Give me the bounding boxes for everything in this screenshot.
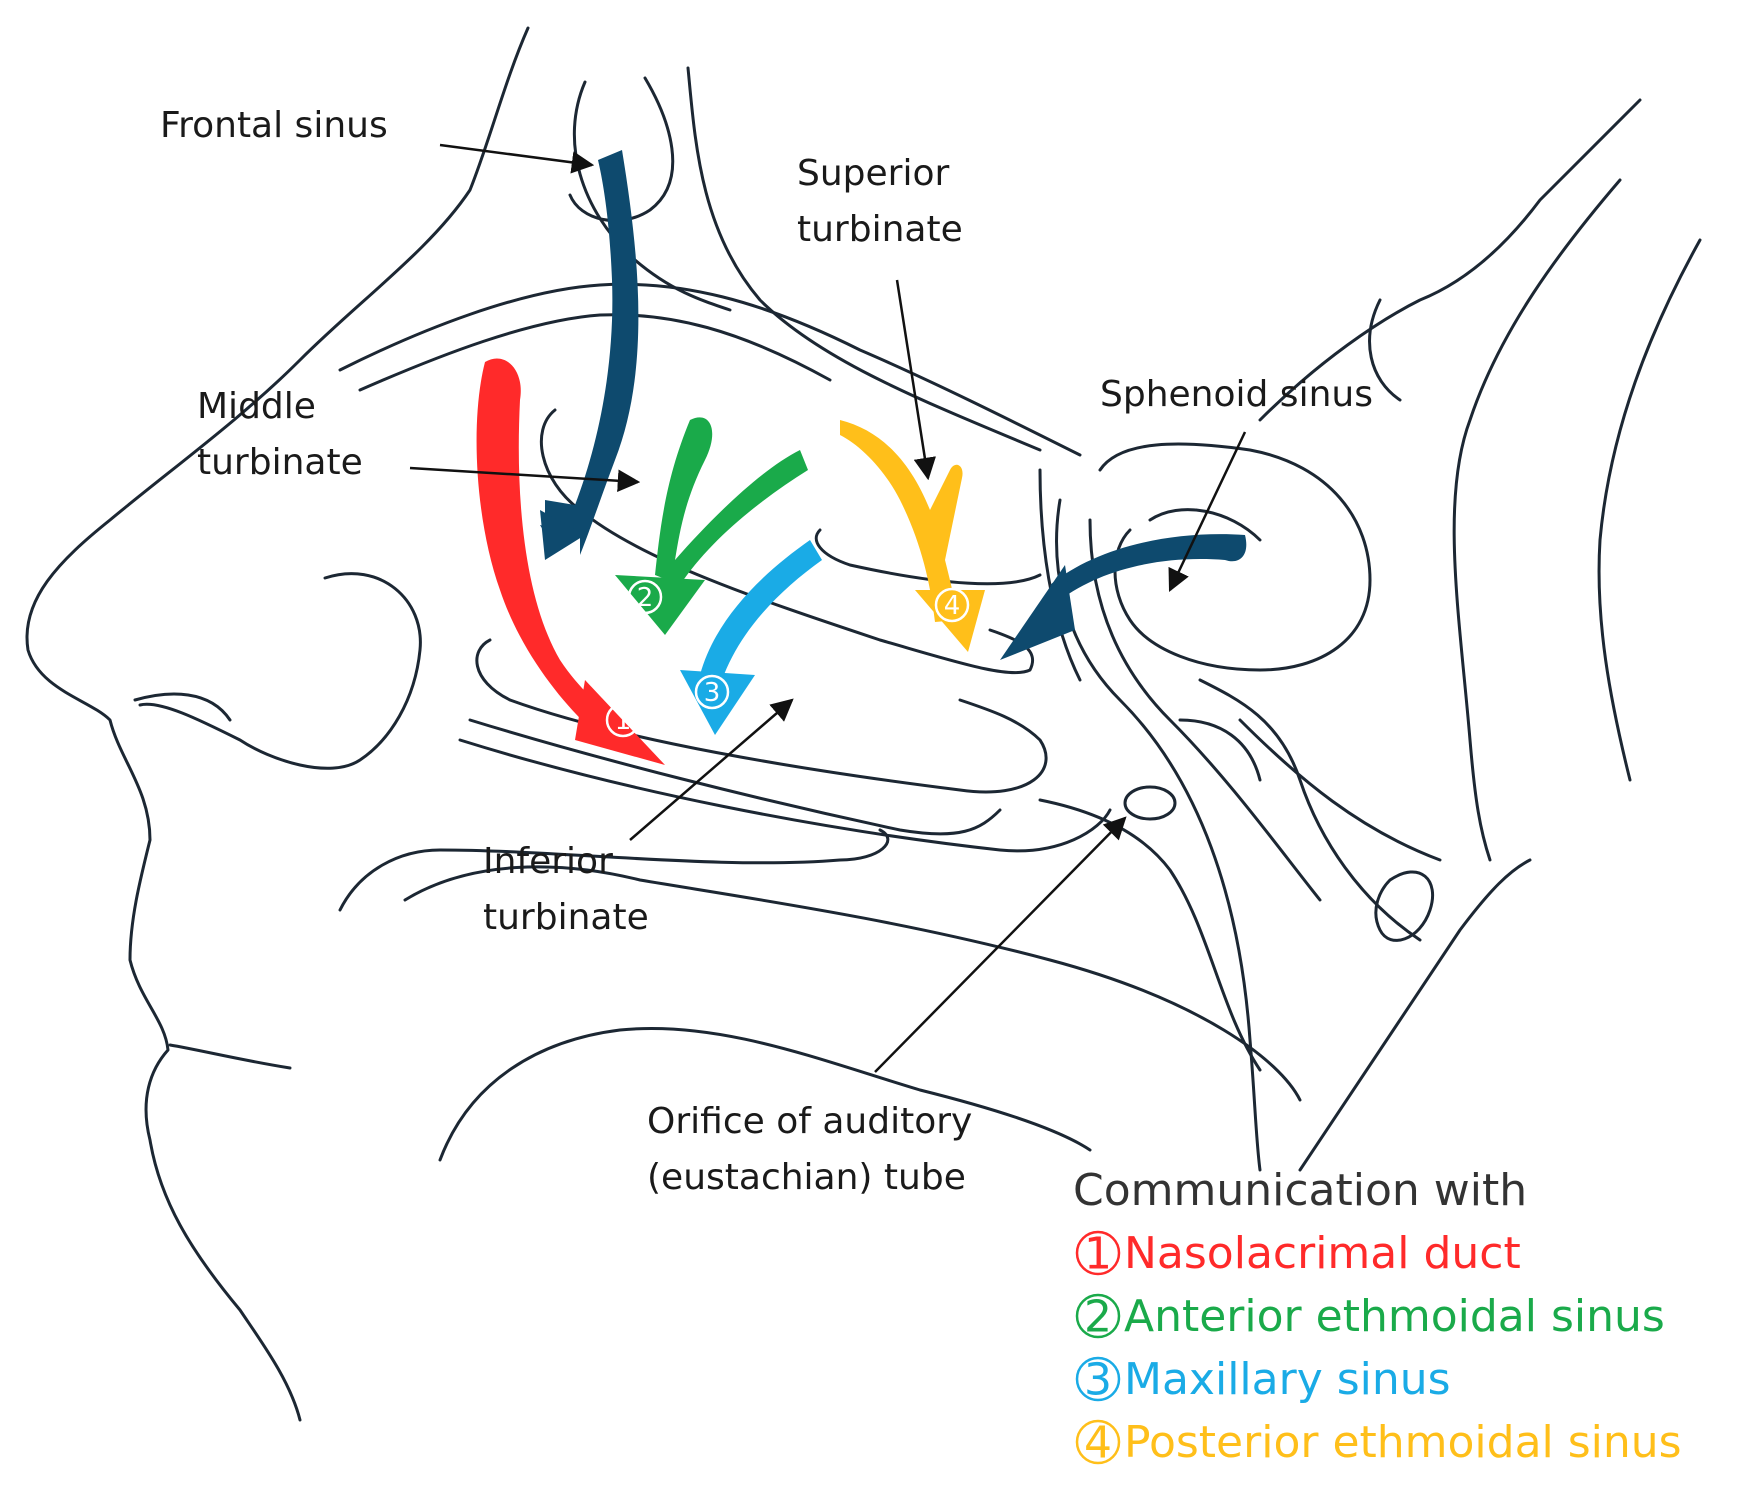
sphenoid-drainage-arrow-head xyxy=(1000,565,1075,660)
soft-palate xyxy=(1038,798,1262,1072)
anterior-ethmoidal-arrow-body xyxy=(655,417,808,585)
marker-3-text: 3 xyxy=(704,678,721,708)
sphenoid-sinus-outline xyxy=(1098,442,1372,672)
marker-4: 4 xyxy=(934,587,970,623)
oral-cavity xyxy=(438,1026,1092,1162)
legend-item-4: 4 Posterior ethmoidal sinus xyxy=(1075,1417,1682,1469)
middle-turbinate-pointer xyxy=(409,466,641,492)
eustachian-orifice xyxy=(1123,785,1177,821)
marker-3-ring xyxy=(694,674,730,710)
posterior-turbinate-line xyxy=(1038,468,1082,682)
tongue-line xyxy=(403,865,1302,1102)
adenoid-line xyxy=(1178,718,1262,782)
posterior-skull-4 xyxy=(1368,298,1402,402)
legend-item-3: 3 Maxillary sinus xyxy=(1075,1354,1451,1406)
legend-item-1: 1 Nasolacrimal duct xyxy=(1075,1228,1521,1280)
marker-2: 2 xyxy=(627,579,663,615)
label-superior-turbinate-line1: Superior xyxy=(797,153,949,194)
hard-palate xyxy=(458,738,1112,853)
legend-item-2-label: Anterior ethmoidal sinus xyxy=(1124,1291,1665,1342)
frontal-sinus-arrow-head xyxy=(540,510,585,560)
marker-1: 1 xyxy=(605,702,641,738)
clivus-line xyxy=(1198,678,1422,942)
label-middle-turbinate-line1: Middle xyxy=(197,386,316,427)
anatomy-labels: Frontal sinus Superior turbinate Middle … xyxy=(160,105,1373,1198)
legend-item-1-label: Nasolacrimal duct xyxy=(1124,1228,1521,1279)
face-profile xyxy=(25,26,530,1422)
posterior-skull-2 xyxy=(1452,178,1622,862)
nasal-roof-lower xyxy=(358,313,832,392)
pharynx-wall-2 xyxy=(1088,518,1322,902)
legend-item-4-ring xyxy=(1075,1419,1121,1465)
label-frontal-sinus: Frontal sinus xyxy=(160,105,388,146)
legend-title: Communication with xyxy=(1073,1165,1527,1216)
label-inferior-turbinate-line1: Inferior xyxy=(483,841,613,882)
superior-turbinate-pointer xyxy=(895,279,936,481)
legend-item-3-ring xyxy=(1075,1356,1121,1402)
pharynx-wall-3 xyxy=(1238,718,1442,862)
label-middle-turbinate-line2: turbinate xyxy=(197,442,363,483)
maxillary-arrow-body xyxy=(700,540,822,680)
marker-2-text: 2 xyxy=(637,583,654,613)
posterior-skull-1 xyxy=(1258,98,1642,422)
torus-tubarius xyxy=(1374,870,1435,942)
nostril xyxy=(133,692,232,722)
legend-item-4-num: 4 xyxy=(1084,1418,1112,1469)
legend-item-2: 2 Anterior ethmoidal sinus xyxy=(1075,1291,1665,1343)
frontal-sinus-outline xyxy=(568,76,675,223)
frontal-sinus-pointer xyxy=(439,143,595,174)
nasolacrimal-arrow-head xyxy=(575,680,665,765)
label-inferior-turbinate-line2: turbinate xyxy=(483,897,649,938)
nasal-ala xyxy=(138,572,422,770)
orifice-pointer xyxy=(874,816,1127,1073)
legend-item-1-ring xyxy=(1075,1230,1121,1276)
sphenoid-drainage-arrow-body xyxy=(1050,534,1247,600)
sphenoid-sinus-pointer xyxy=(1168,431,1247,593)
marker-4-ring xyxy=(934,587,970,623)
legend-item-3-num: 3 xyxy=(1084,1355,1112,1406)
maxillary-arrow-head xyxy=(680,670,755,735)
middle-turbinate-shape xyxy=(539,408,1034,675)
inferior-turbinate-shape xyxy=(475,638,1048,794)
label-pointers xyxy=(409,143,1247,1073)
pharynx-wall-4 xyxy=(1298,858,1532,1172)
legend: Communication with 1 Nasolacrimal duct 2… xyxy=(1073,1165,1682,1469)
label-orifice-line1: Orifice of auditory xyxy=(647,1101,972,1142)
palate-lower xyxy=(338,828,890,912)
pharynx-wall-1 xyxy=(1055,498,1262,1172)
nasolacrimal-arrow-body xyxy=(476,358,610,728)
marker-1-ring xyxy=(605,702,641,738)
frontal-sinus-drainage-arrow xyxy=(540,150,639,555)
legend-item-1-num: 1 xyxy=(1084,1229,1112,1280)
frontal-bone-line xyxy=(686,66,1042,452)
marker-4-text: 4 xyxy=(944,591,961,621)
label-orifice-line2: (eustachian) tube xyxy=(647,1157,966,1198)
head-outline xyxy=(25,26,1702,1422)
legend-item-2-ring xyxy=(1075,1293,1121,1339)
nasal-floor xyxy=(468,718,1002,836)
label-sphenoid-sinus: Sphenoid sinus xyxy=(1100,374,1373,415)
legend-item-2-num: 2 xyxy=(1084,1292,1112,1343)
marker-3: 3 xyxy=(694,674,730,710)
superior-turbinate-shape xyxy=(814,528,1042,586)
legend-item-3-label: Maxillary sinus xyxy=(1124,1354,1451,1405)
posterior-ethmoidal-arrow-body xyxy=(840,420,963,622)
sphenoid-inner xyxy=(1148,508,1262,542)
posterior-skull-3 xyxy=(1597,238,1702,782)
nasal-roof-upper xyxy=(338,282,1082,457)
label-superior-turbinate-line2: turbinate xyxy=(797,209,963,250)
legend-item-4-label: Posterior ethmoidal sinus xyxy=(1124,1417,1682,1468)
marker-1-text: 1 xyxy=(615,706,632,736)
inferior-turbinate-pointer xyxy=(629,698,794,841)
upper-lip xyxy=(168,1043,292,1070)
marker-2-ring xyxy=(627,579,663,615)
